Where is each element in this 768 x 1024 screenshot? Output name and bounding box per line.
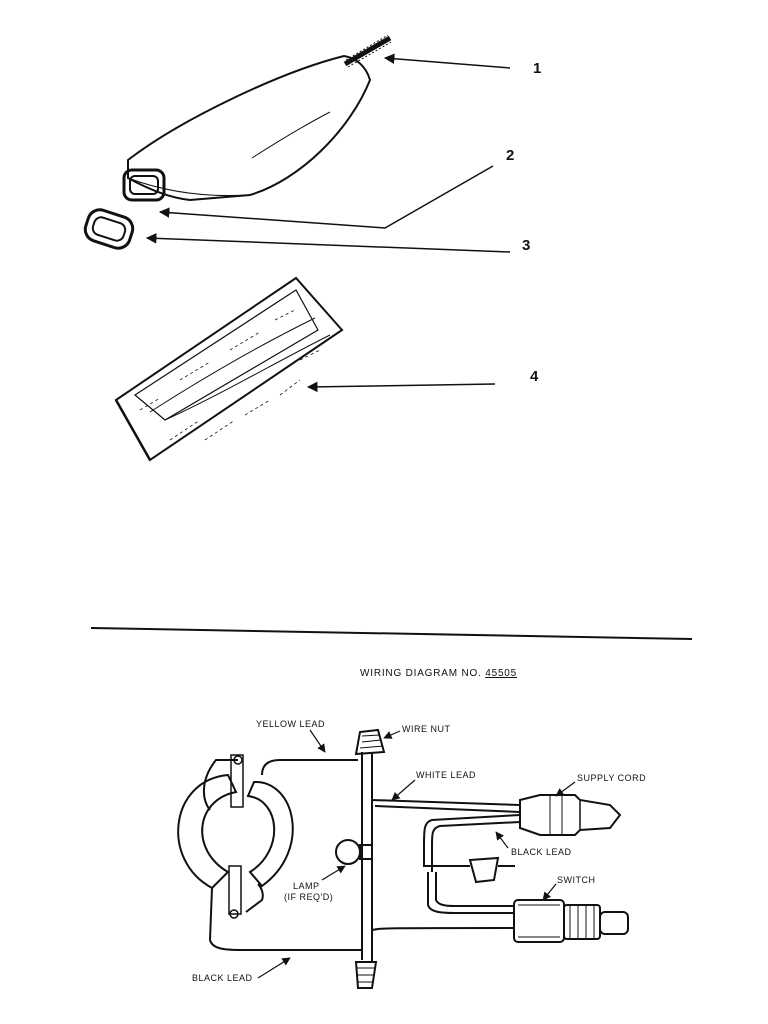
- title-number: 45505: [485, 668, 518, 679]
- part-4-filter: [114, 276, 344, 462]
- label-yellow-lead: YELLOW LEAD: [256, 719, 326, 729]
- terminal-bottom: [228, 865, 242, 915]
- callout-2: 2: [506, 147, 515, 164]
- section-divider: [90, 627, 693, 640]
- wire-nut-middle: [468, 856, 500, 884]
- part-2-bag: [122, 54, 372, 202]
- label-white-lead: WHITE LEAD: [416, 770, 477, 780]
- callout-3: 3: [522, 237, 531, 254]
- label-supply-cord: SUPPLY CORD: [577, 773, 647, 783]
- callout-leaders: [145, 53, 511, 393]
- label-switch: SWITCH: [557, 875, 596, 885]
- switch-body: [513, 899, 565, 943]
- label-black-lead-bottom: BLACK LEAD: [192, 973, 253, 983]
- title-prefix: WIRING DIAGRAM NO.: [360, 668, 482, 679]
- label-lamp-note: (IF REQ'D): [284, 892, 334, 902]
- leader-2: [158, 165, 494, 229]
- wiring-diagram: [177, 728, 629, 989]
- wiring-diagram-title: WIRING DIAGRAM NO. 45505: [360, 668, 517, 679]
- part-1-rod: [343, 34, 392, 68]
- element-left-half: [177, 773, 238, 890]
- callout-1: 1: [533, 60, 542, 77]
- leader-4: [306, 381, 496, 393]
- label-lamp: LAMP: [293, 881, 320, 891]
- wire-nut-bottom: [354, 961, 378, 989]
- label-black-lead-right: BLACK LEAD: [511, 847, 572, 857]
- lamp-bulb: [335, 839, 361, 865]
- part-3-ring: [83, 208, 135, 250]
- leader-1: [383, 53, 511, 69]
- label-wire-nut: WIRE NUT: [402, 724, 451, 734]
- wire-nut-top: [354, 728, 386, 756]
- leader-3: [145, 233, 511, 253]
- element-right-half: [246, 780, 294, 888]
- terminal-top: [230, 754, 244, 808]
- callout-4: 4: [530, 368, 539, 385]
- supply-cord: [519, 794, 622, 836]
